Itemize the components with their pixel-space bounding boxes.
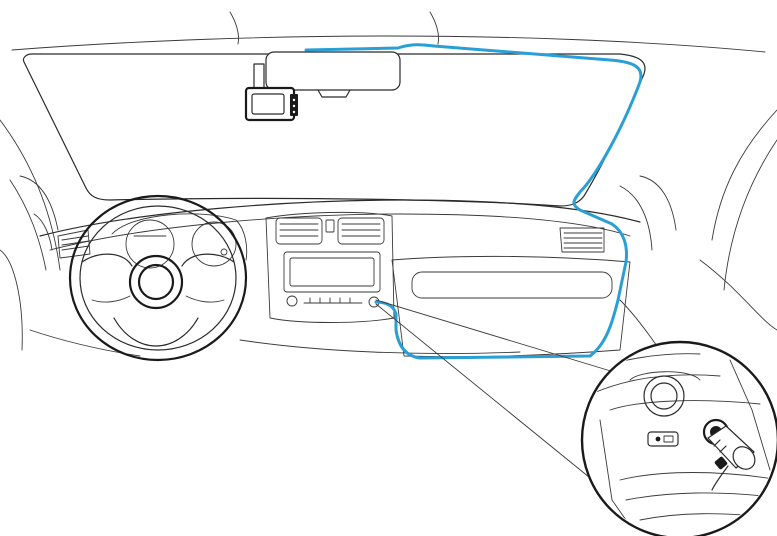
- steering-wheel-icon: [68, 194, 248, 362]
- car-charger-plug-icon: [707, 425, 756, 491]
- cable-route: [304, 43, 643, 360]
- glovebox: [391, 255, 631, 358]
- left-door: [0, 119, 61, 351]
- magnified-inset: [580, 340, 777, 536]
- center-console: [265, 211, 395, 323]
- instrument-cluster: [111, 213, 248, 269]
- callout-lines: [375, 299, 615, 487]
- dash-cam-icon: [244, 63, 298, 122]
- rearview-mirror-icon: [265, 51, 401, 98]
- car-roof-outline: [11, 11, 766, 53]
- dashboard: [29, 199, 681, 381]
- right-door: [619, 109, 777, 331]
- right-air-vent: [559, 227, 605, 253]
